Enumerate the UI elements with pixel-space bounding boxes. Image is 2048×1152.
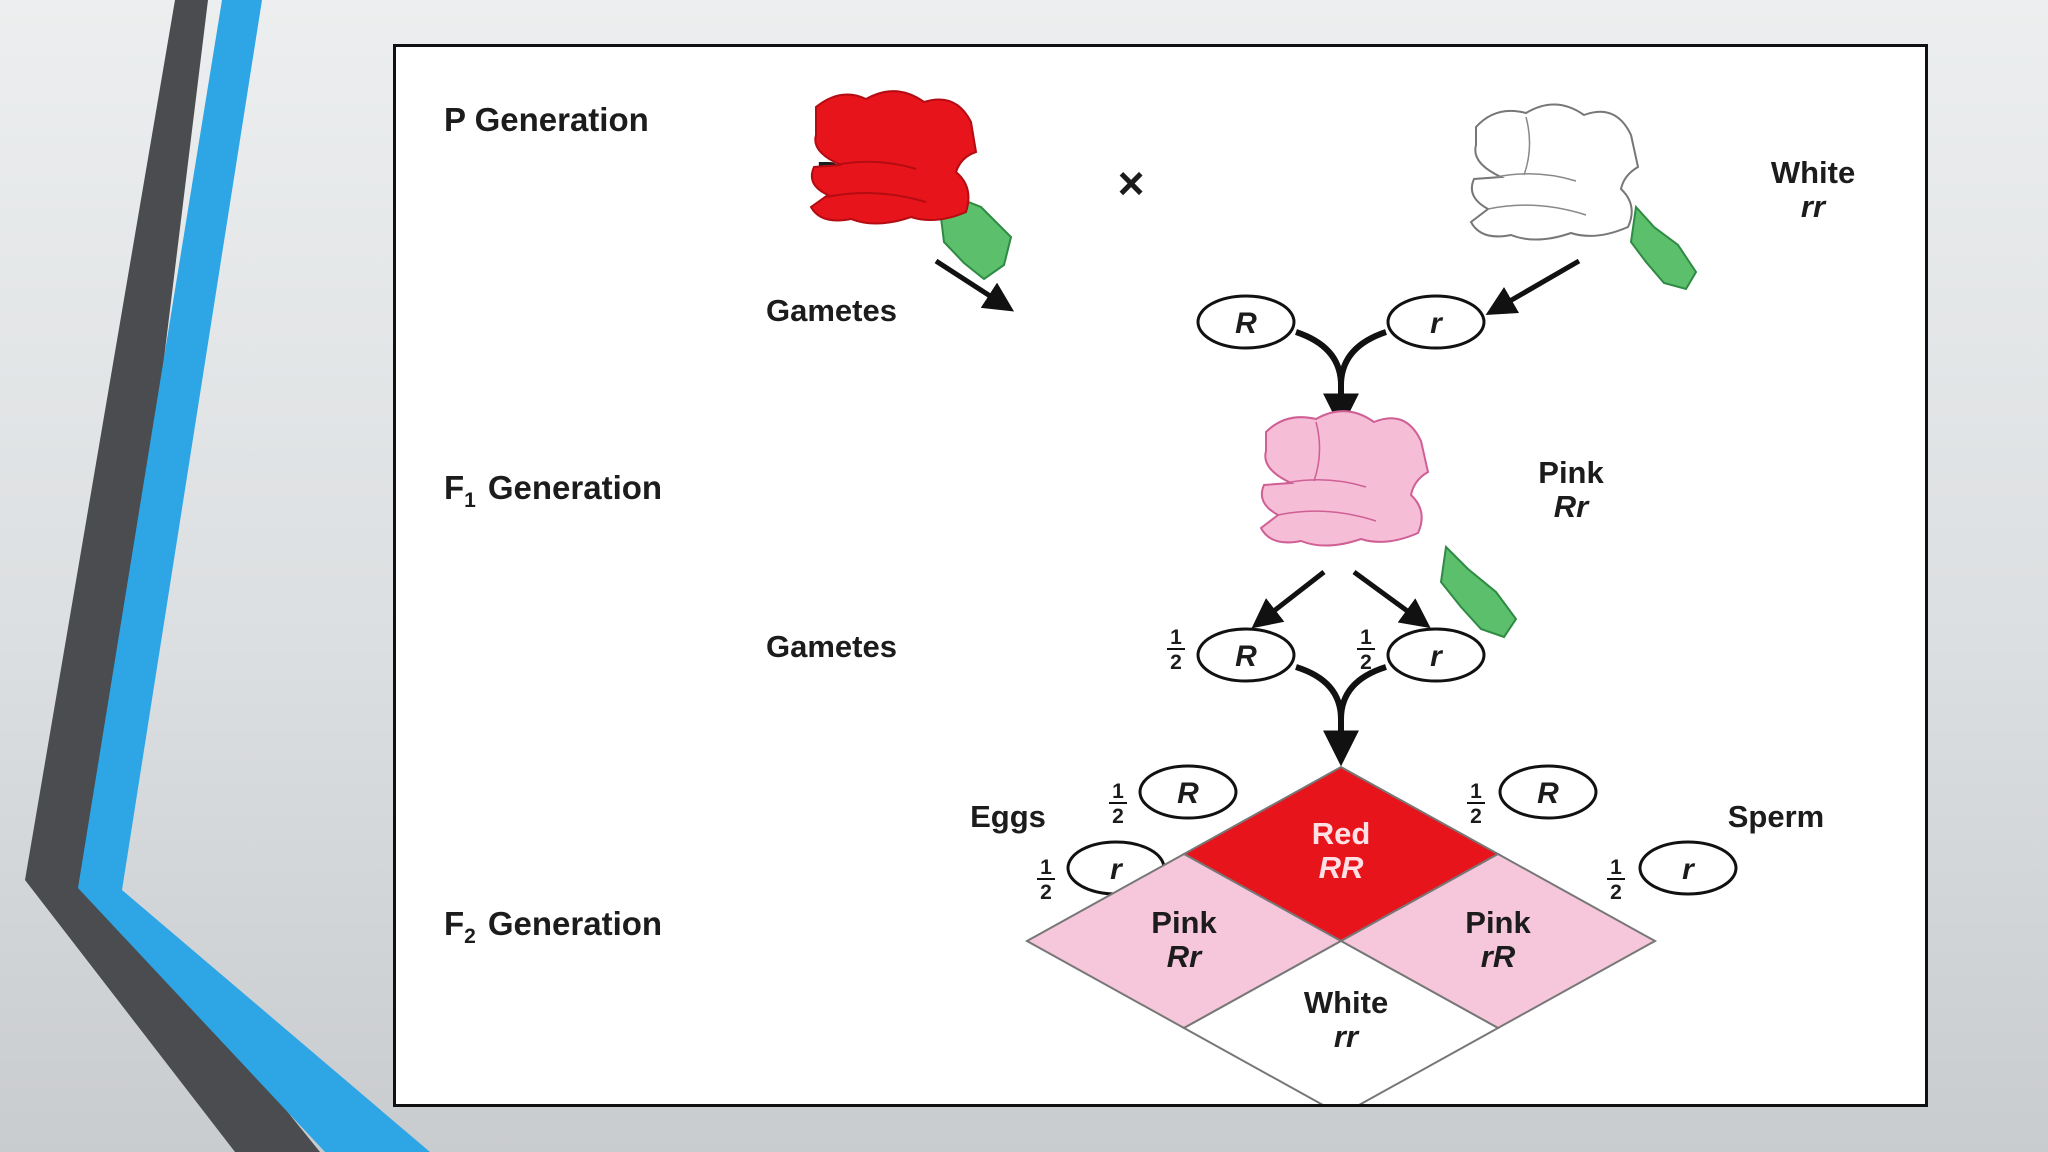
sperm-r-recessive-frac-den: 2 — [1610, 881, 1622, 904]
white-flower-icon — [1469, 103, 1698, 291]
f1-gametes-label: Gametes — [766, 629, 897, 664]
cross-symbol: × — [1118, 157, 1145, 209]
f1-offspring-genotype: Rr — [1554, 489, 1590, 524]
f2-label-prefix: F — [444, 905, 464, 942]
sperm-allele-dominant: R — [1537, 777, 1559, 810]
egg-allele-dominant: R — [1177, 777, 1199, 810]
f1-label-prefix: F — [444, 469, 464, 506]
white-parent-name: White — [1771, 155, 1855, 190]
arrow-f1-to-gamete-right — [1352, 569, 1431, 629]
white-parent-genotype: rr — [1801, 189, 1827, 224]
gamete-circle-r-dominant — [1196, 294, 1296, 350]
egg-r-dominant-frac-den: 2 — [1112, 805, 1124, 828]
f2-label-subscript: 2 — [464, 925, 476, 948]
f1-generation-label: F1 Generation — [444, 469, 662, 512]
egg-r-recessive-frac-num: 1 — [1040, 856, 1052, 879]
sperm-circle-dominant — [1498, 764, 1598, 820]
f1-gamete-circle-left — [1196, 627, 1296, 683]
egg-r-dominant-frac-num: 1 — [1112, 780, 1124, 803]
red-flower-icon — [809, 90, 1013, 281]
f1-gamete-left-frac-num: 1 — [1170, 626, 1182, 649]
pink-flower-icon — [1259, 410, 1518, 639]
pink-left-cell-genotype: Rr — [1167, 939, 1203, 974]
incomplete-dominance-diagram: P Generation Red RR × White rr Gametes R… — [444, 90, 1855, 1104]
arrow-f1-to-gamete-left — [1251, 570, 1326, 629]
f1-gamete-allele-right: r — [1430, 640, 1444, 673]
sperm-circle-recessive — [1638, 840, 1738, 896]
f2-generation-label: F2 Generation — [444, 905, 662, 948]
diagram-frame: P Generation Red RR × White rr Gametes R… — [393, 44, 1928, 1107]
gamete-circle-r-recessive — [1386, 294, 1486, 350]
f1-label-subscript: 1 — [464, 489, 476, 512]
f1-gamete-right-frac-num: 1 — [1360, 626, 1372, 649]
sperm-allele-recessive: r — [1682, 853, 1696, 886]
red-cell-genotype: RR — [1319, 850, 1364, 885]
f1-offspring-name: Pink — [1538, 455, 1604, 490]
sperm-r-dominant-frac-den: 2 — [1470, 805, 1482, 828]
egg-circle-dominant — [1138, 764, 1238, 820]
sperm-label: Sperm — [1728, 799, 1824, 834]
pink-left-cell-name: Pink — [1151, 905, 1217, 940]
merge-arrow-f1 — [1295, 664, 1387, 720]
punnett-cell-white — [1181, 939, 1501, 1104]
f1-gamete-allele-left: R — [1235, 640, 1257, 673]
egg-r-recessive-frac-den: 2 — [1040, 881, 1052, 904]
blue-accent-bar — [78, 0, 430, 1152]
f1-gamete-left-frac-den: 2 — [1170, 651, 1182, 674]
f2-label-suffix: Generation — [488, 905, 662, 942]
p-generation-label: P Generation — [444, 101, 649, 138]
eggs-label: Eggs — [970, 799, 1046, 834]
sperm-r-recessive-frac-num: 1 — [1610, 856, 1622, 879]
red-cell-name: Red — [1312, 816, 1371, 851]
f1-gamete-circle-right — [1386, 627, 1486, 683]
p-gametes-label: Gametes — [766, 293, 897, 328]
gamete-allele-right: r — [1430, 307, 1444, 340]
sperm-r-dominant-frac-num: 1 — [1470, 780, 1482, 803]
white-cell-genotype: rr — [1334, 1019, 1360, 1054]
arrow-red-to-gamete — [934, 258, 1015, 312]
pink-right-cell-genotype: rR — [1481, 939, 1516, 974]
egg-allele-recessive: r — [1110, 853, 1124, 886]
gamete-allele-left: R — [1235, 307, 1257, 340]
f1-gamete-right-frac-den: 2 — [1360, 651, 1372, 674]
pink-right-cell-name: Pink — [1465, 905, 1531, 940]
f1-label-suffix: Generation — [488, 469, 662, 506]
white-cell-name: White — [1304, 985, 1388, 1020]
arrow-white-to-gamete — [1485, 258, 1581, 316]
